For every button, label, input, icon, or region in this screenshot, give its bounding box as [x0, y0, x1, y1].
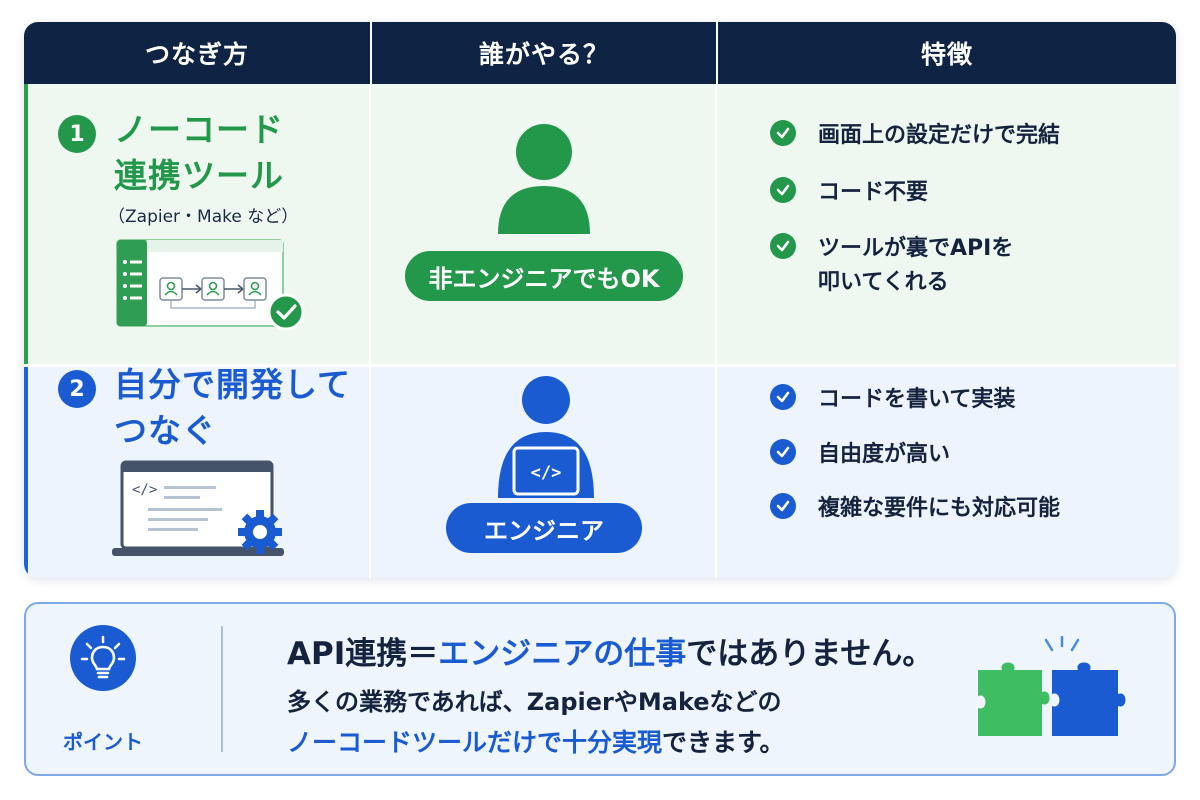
feature-text: 画面上の設定だけで完結 [818, 123, 1061, 148]
puzzle-pieces-icon [978, 636, 1126, 736]
developer-laptop-icon: </> [498, 376, 594, 498]
check-circle-icon [770, 120, 796, 146]
person-icon [498, 124, 590, 234]
number-badge-2: 2 [58, 370, 96, 408]
lightbulb-icon [80, 635, 126, 679]
point-headline-tail: ではありません。 [686, 636, 934, 672]
check-circle-icon [770, 439, 796, 465]
header-who: 誰がやる？ [370, 22, 716, 84]
point-headline: API連携＝エンジニアの仕事ではありません。 [287, 628, 933, 673]
role-badge-engineer: エンジニア [446, 503, 642, 553]
row-divider [24, 364, 1176, 367]
role-badge-non-engineer: 非エンジニアでもOK [405, 251, 683, 301]
point-body-tail: できます。 [662, 728, 785, 757]
header-features: 特徴 [716, 22, 1176, 84]
method-subtitle: （Zapier・Make など） [108, 207, 299, 227]
point-headline-lead: API連携＝ [287, 636, 439, 672]
feature-item: 自由度が高い [770, 438, 950, 472]
code-symbol: </> [531, 463, 562, 483]
feature-text: コード不要 [818, 180, 929, 205]
feature-text: 複雑な要件にも対応可能 [818, 496, 1061, 521]
check-circle-icon [770, 384, 796, 410]
feature-text: 自由度が高い [818, 442, 951, 467]
point-label: ポイント [63, 730, 143, 754]
feature-item: コードを書いて実装 [770, 383, 1015, 417]
header-method: つなぎ方 [144, 40, 249, 69]
point-icon-badge [70, 625, 136, 691]
method-title-line1: 自分で開発して [114, 365, 352, 404]
point-headline-highlight: エンジニアの仕事 [438, 636, 687, 672]
number-badge-1: 1 [58, 115, 96, 153]
feature-item: 複雑な要件にも対応可能 [770, 492, 1060, 526]
check-circle-icon [770, 177, 796, 203]
comparison-table: つなぎ方 誰がやる？ 特徴 1 ノーコード 連携ツール （Zapier・Make… [24, 22, 1176, 578]
point-body-line2: ノーコードツールだけで十分実現できます。 [287, 723, 785, 759]
method-title-line1: ノーコード [114, 110, 284, 149]
column-divider [369, 84, 371, 578]
feature-item: コード不要 [770, 176, 928, 210]
code-laptop-gear-icon: </> [112, 460, 284, 556]
check-circle-icon [770, 493, 796, 519]
table-header: つなぎ方 誰がやる？ 特徴 [24, 22, 1176, 84]
check-circle-icon [770, 233, 796, 259]
feature-text: コードを書いて実装 [818, 387, 1016, 412]
feature-text: ツールが裏でAPIを 叩いてくれる [818, 236, 1014, 295]
point-divider [221, 626, 223, 752]
point-body-highlight: ノーコードツールだけで十分実現 [287, 728, 663, 757]
method-title-line2: 連携ツール [114, 156, 284, 195]
nocode-workflow-icon [116, 239, 305, 331]
column-divider [715, 84, 717, 578]
feature-item: ツールが裏でAPIを 叩いてくれる [770, 232, 1013, 300]
method-title-line2: つなぐ [114, 411, 216, 450]
svg-text:</>: </> [132, 482, 157, 498]
feature-item: 画面上の設定だけで完結 [770, 119, 1060, 153]
point-body-line1: 多くの業務であれば、ZapierやMakeなどの [287, 688, 782, 716]
